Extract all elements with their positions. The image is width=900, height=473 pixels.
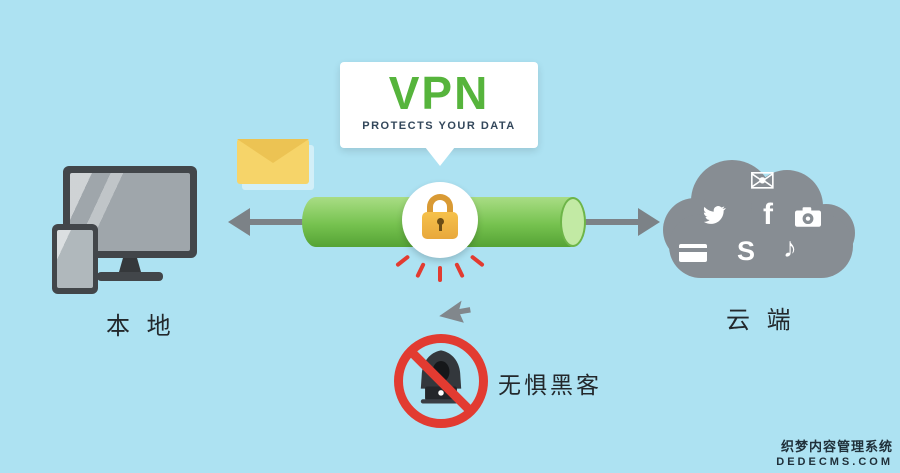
prohibition-ring-icon bbox=[394, 334, 488, 428]
watermark-line1: 织梦内容管理系统 bbox=[780, 439, 893, 454]
watermark-line2: DEDECMS.COM bbox=[776, 456, 893, 468]
email-icon: ✉ bbox=[749, 163, 776, 199]
vpn-subtitle: PROTECTS YOUR DATA bbox=[362, 119, 516, 132]
monitor-base bbox=[97, 272, 163, 281]
vpn-title: VPN bbox=[388, 67, 490, 119]
vpn-callout: VPN PROTECTS YOUR DATA bbox=[340, 62, 538, 148]
credit-card-icon bbox=[679, 244, 707, 268]
vpn-tunnel-end-cap bbox=[560, 197, 586, 247]
right-arrowhead-icon bbox=[638, 208, 660, 236]
lock-badge bbox=[402, 182, 478, 258]
left-arrow-line bbox=[248, 219, 312, 225]
watermark: 织梦内容管理系统 DEDECMS.COM bbox=[776, 436, 893, 468]
callout-tail bbox=[425, 147, 455, 166]
right-arrow-line bbox=[576, 219, 640, 225]
data-envelope-icon bbox=[237, 139, 309, 184]
tablet-icon bbox=[52, 224, 98, 294]
local-label: 本 地 bbox=[106, 313, 176, 340]
cloud-label: 云 端 bbox=[726, 307, 796, 334]
hacker-label: 无惧黑客 bbox=[498, 372, 602, 398]
twitter-icon bbox=[701, 204, 727, 231]
keyhole-icon bbox=[437, 218, 444, 231]
lock-body-icon bbox=[422, 212, 458, 239]
music-note-icon: ♪ bbox=[783, 232, 797, 263]
hacker-icon bbox=[420, 350, 462, 404]
cursor-arrow-icon bbox=[439, 290, 481, 326]
facebook-icon: f bbox=[763, 198, 773, 231]
alert-rays bbox=[395, 254, 485, 292]
cloud-icon: ✉ f S ♪ bbox=[663, 160, 859, 290]
skype-icon: S bbox=[737, 236, 756, 266]
lock-shackle-icon bbox=[427, 194, 453, 214]
camera-icon bbox=[795, 206, 821, 233]
no-hacker-sign bbox=[394, 334, 488, 428]
left-arrowhead-icon bbox=[228, 208, 250, 236]
tablet-screen bbox=[57, 230, 93, 288]
monitor-stand bbox=[119, 258, 141, 272]
